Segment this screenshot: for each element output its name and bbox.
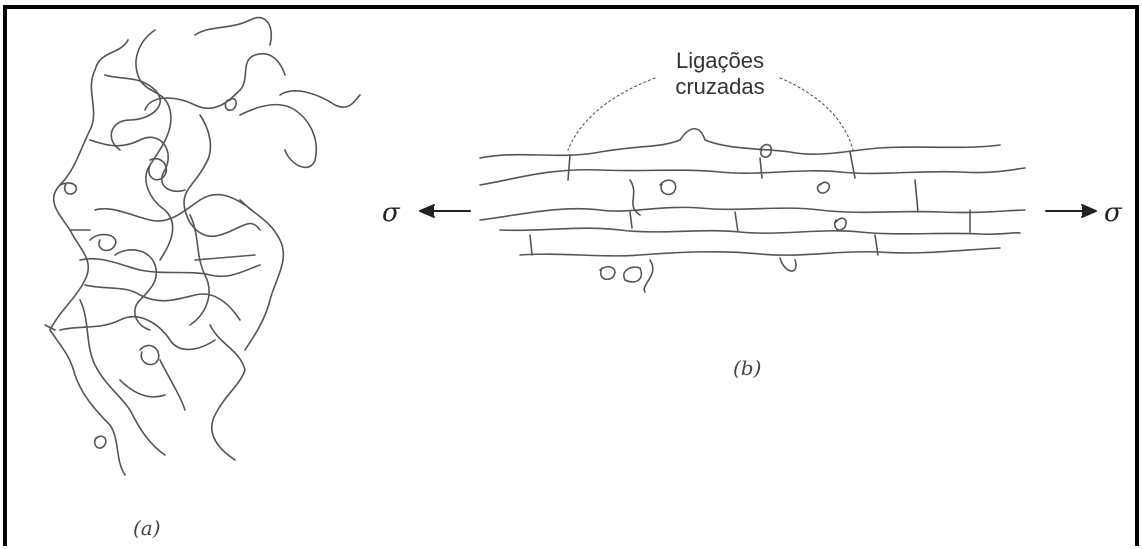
part-a-label: (a) xyxy=(133,516,161,540)
figure-frame xyxy=(3,5,1139,546)
crosslinks-label: Ligações cruzadas xyxy=(620,48,820,100)
stress-arrow-right xyxy=(1045,204,1097,218)
sigma-right-label: σ xyxy=(1104,198,1122,228)
stress-arrow-left xyxy=(419,204,471,218)
part-b-label: (b) xyxy=(733,356,762,380)
sigma-left-label: σ xyxy=(382,198,400,228)
network-unstressed xyxy=(44,16,361,476)
network-stretched xyxy=(479,127,1026,293)
crosslinks-label-line1: Ligações xyxy=(675,48,765,73)
crosslink-annotation-arcs xyxy=(567,77,854,151)
crosslinks-label-line2: cruzadas xyxy=(675,74,765,99)
